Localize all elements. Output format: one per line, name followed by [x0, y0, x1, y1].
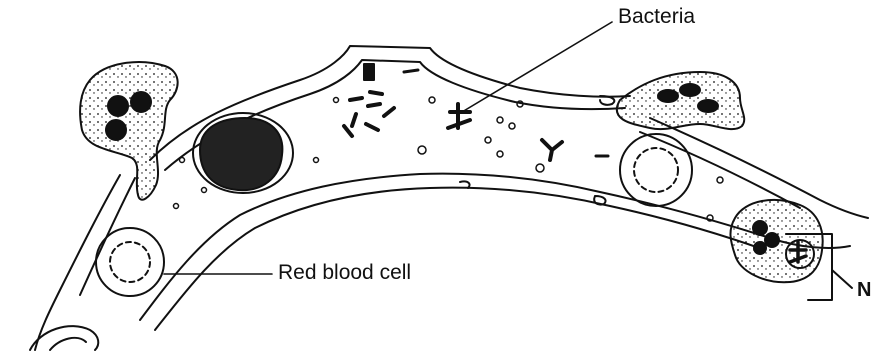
bacteria-label: Bacteria: [618, 6, 695, 27]
bacterium: [542, 140, 562, 160]
n-label: N: [857, 280, 871, 300]
right-upper-leukocyte-nucleus: [698, 100, 718, 112]
adjacent-cell-curl: [30, 326, 98, 350]
right-lower-leukocyte-nucleus: [765, 233, 779, 247]
red-blood-cell: [96, 228, 164, 296]
right-upper-leukocyte: [617, 72, 744, 129]
red-blood-cell: [620, 134, 692, 206]
left-leukocyte-nucleus-lobe: [108, 96, 128, 116]
left-leukocyte-nucleus-lobe: [106, 120, 126, 140]
endothelial-nucleus: [200, 118, 282, 190]
right-lower-leukocyte-nucleus: [753, 221, 767, 235]
right-upper-leukocyte-nucleus: [680, 84, 700, 96]
right-lower-leukocyte-nucleus: [754, 242, 766, 254]
right-upper-leukocyte-nucleus: [658, 90, 678, 102]
bacterium: [404, 70, 418, 72]
bacteria-cluster: [344, 92, 394, 136]
bacterium: [448, 104, 470, 128]
left-leukocyte-nucleus-lobe: [131, 92, 151, 112]
bacteria-leader-line: [462, 22, 612, 112]
n-leader-line: [832, 270, 852, 288]
bacterium: [364, 64, 374, 80]
red-blood-cell-label: Red blood cell: [278, 262, 411, 283]
left-leukocyte: [80, 62, 178, 200]
